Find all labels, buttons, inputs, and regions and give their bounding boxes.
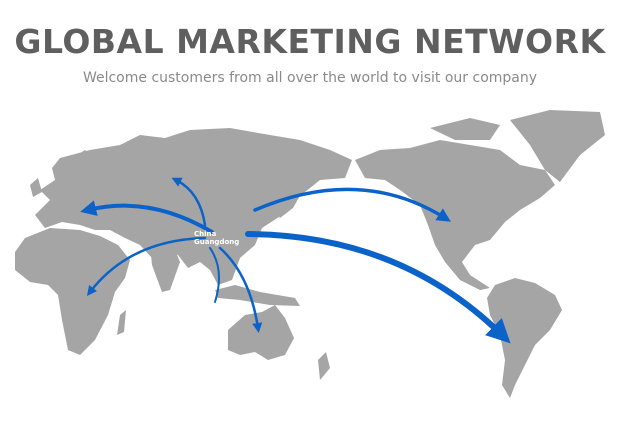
greenland: [510, 110, 605, 182]
label-guangdong: Guangdong: [194, 238, 239, 246]
japan: [275, 185, 302, 218]
new-zealand: [318, 352, 330, 380]
route-australia: [218, 246, 263, 333]
uk: [30, 178, 42, 197]
page-title: GLOBAL MARKETING NETWORK: [14, 22, 606, 61]
route-europe: [80, 200, 214, 234]
south-america-landmass: [487, 278, 562, 398]
scandinavia: [62, 150, 95, 190]
africa-landmass: [15, 228, 130, 355]
route-southeast-asia: [209, 247, 220, 303]
route-north-america: [253, 187, 451, 222]
madagascar: [117, 310, 126, 335]
route-africa: [86, 236, 207, 296]
north-america-landmass: [355, 140, 555, 290]
eurasia-landmass: [35, 128, 352, 285]
arctic-islands: [430, 118, 500, 140]
australia-landmass: [228, 305, 294, 360]
india: [150, 245, 180, 292]
route-russia: [171, 177, 207, 227]
route-south-america: [245, 231, 511, 344]
page-subtitle: Welcome customers from all over the worl…: [82, 70, 538, 86]
label-china: China: [194, 230, 217, 238]
southeast-asia-islands: [215, 285, 300, 306]
